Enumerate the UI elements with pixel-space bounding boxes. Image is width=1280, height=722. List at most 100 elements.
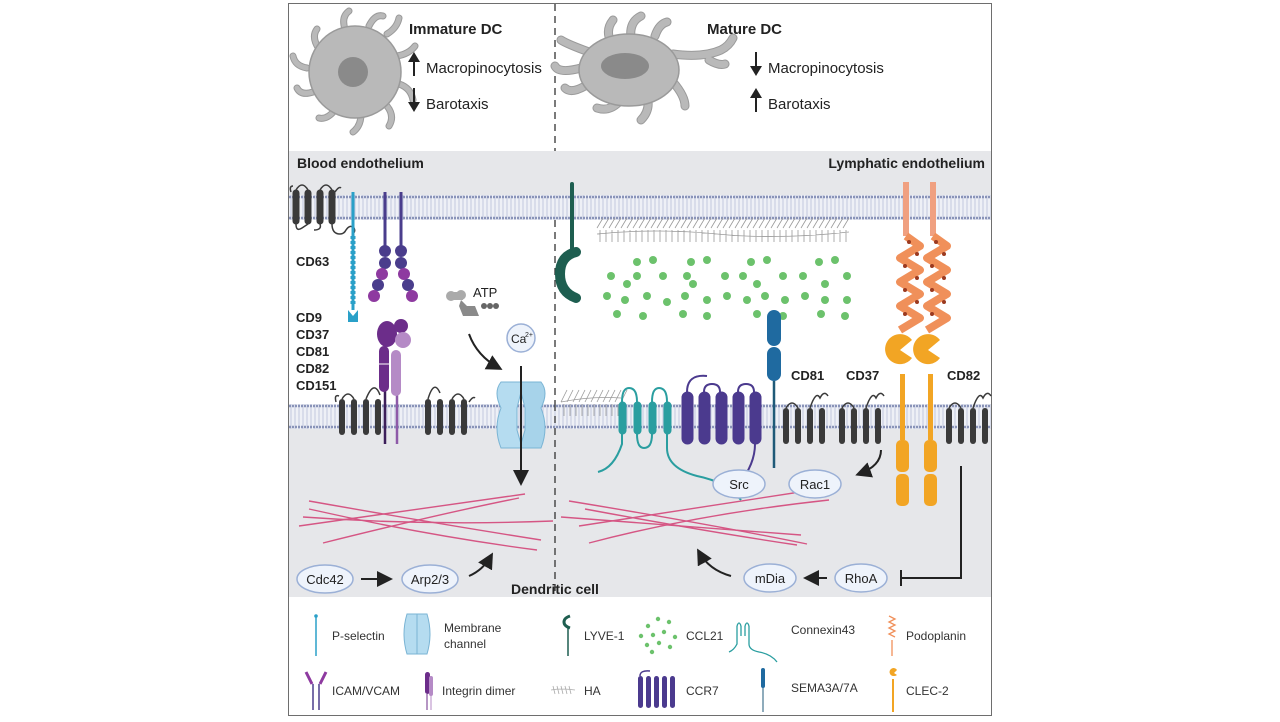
- ccl21-dot: [831, 256, 839, 264]
- mature-dc-title: Mature DC: [707, 21, 782, 38]
- ccl21-dot: [843, 296, 851, 304]
- svg-text:CD81: CD81: [296, 344, 329, 359]
- podoplanin: [896, 182, 951, 334]
- immature-barotaxis: Barotaxis: [426, 96, 489, 113]
- ccl21-dot: [753, 280, 761, 288]
- svg-text:mDia: mDia: [755, 571, 786, 586]
- ccl21-dot: [623, 280, 631, 288]
- calcium-ion: Ca 2+: [506, 323, 536, 353]
- legend-item-clec2: CLEC-2: [889, 668, 949, 712]
- svg-text:channel: channel: [444, 637, 486, 651]
- connexin43-icon: [728, 622, 778, 663]
- ccl21-dot: [703, 296, 711, 304]
- tetraspanin-cd37: [839, 392, 885, 444]
- legend-item-sema: SEMA3A/7A: [761, 668, 858, 712]
- immature-dc-cell: [289, 7, 419, 136]
- ccl21-dot: [761, 292, 769, 300]
- mature-barotaxis: Barotaxis: [768, 96, 831, 113]
- clec2: [885, 334, 940, 506]
- src-node: Src: [712, 469, 766, 499]
- figure-panel: Immature DC Macropinocytosis Barotaxis M…: [288, 3, 992, 716]
- tetraspanin-labels: CD9 CD37 CD81 CD82 CD151: [296, 310, 336, 393]
- arrow-up-icon: [750, 88, 762, 112]
- membrane-channel: [496, 366, 546, 486]
- svg-text:Membrane: Membrane: [444, 621, 502, 635]
- mdia-to-actin-arrow: [697, 548, 732, 577]
- legend-item-podoplanin: Podoplanin: [887, 615, 966, 656]
- ccl21-dot: [723, 292, 731, 300]
- ccl21-dot: [743, 296, 751, 304]
- svg-text:CD151: CD151: [296, 378, 336, 393]
- svg-text:Rac1: Rac1: [800, 477, 830, 492]
- integrin-dimer: [377, 319, 411, 444]
- lymphatic-endothelium-label: Lymphatic endothelium: [828, 155, 985, 171]
- immature-dc-nucleus: [338, 57, 368, 87]
- svg-text:HA: HA: [584, 684, 601, 698]
- svg-text:LYVE-1: LYVE-1: [584, 629, 625, 643]
- icam-vcam: [368, 192, 418, 302]
- svg-text:Arp2/3: Arp2/3: [411, 572, 449, 587]
- svg-text:CCR7: CCR7: [686, 684, 719, 698]
- ccl21-dot: [663, 298, 671, 306]
- arp-to-actin-arrow: [468, 552, 493, 577]
- clec2-icon: [889, 668, 897, 712]
- tetraspanin-cluster-left: [334, 386, 476, 435]
- legend-item-ha: HA: [550, 684, 601, 698]
- ccl21-dot: [739, 272, 747, 280]
- svg-text:CD37: CD37: [296, 327, 329, 342]
- cd82-label: CD82: [947, 368, 980, 383]
- ccr7-icon: [638, 670, 675, 708]
- tetraspanin-cd82: [946, 392, 992, 444]
- svg-text:Integrin dimer: Integrin dimer: [442, 684, 515, 698]
- legend-item-ccr7: CCR7: [638, 670, 719, 708]
- podoplanin-icon: [887, 615, 897, 656]
- legend-item-p-selectin: P-selectin: [314, 614, 385, 656]
- mature-dc-nucleus: [601, 53, 649, 79]
- atp-to-channel-arrow: [468, 333, 503, 370]
- endothelial-membrane: [289, 195, 991, 220]
- cd82-inhibits-rhoa: [901, 466, 962, 579]
- p-selectin: [348, 192, 358, 322]
- svg-text:CCL21: CCL21: [686, 629, 724, 643]
- ccl21-dot: [721, 272, 729, 280]
- ccl21-dot: [747, 258, 755, 266]
- lyve1: [554, 182, 581, 303]
- ccl21-dot: [753, 310, 761, 318]
- svg-text:Podoplanin: Podoplanin: [906, 629, 966, 643]
- ccl21-dot: [781, 296, 789, 304]
- sema-icon: [761, 668, 765, 712]
- dendritic-cell-label: Dendritic cell: [511, 581, 599, 597]
- ccl21-dot: [643, 292, 651, 300]
- svg-text:Connexin43: Connexin43: [791, 623, 855, 637]
- atp-molecule: [446, 290, 499, 316]
- svg-text:SEMA3A/7A: SEMA3A/7A: [791, 681, 858, 695]
- immature-dc-title: Immature DC: [409, 21, 503, 38]
- legend-item-icam-vcam: ICAM/VCAM: [304, 671, 400, 710]
- ccl21-dot: [703, 256, 711, 264]
- ccl21-dot: [633, 272, 641, 280]
- ccl21-dot: [821, 296, 829, 304]
- ccl21-dot: [639, 312, 647, 320]
- icam-vcam-icon: [304, 671, 328, 710]
- tetraspanin-cd81: [783, 392, 829, 444]
- ccl21-icon: [638, 616, 678, 655]
- legend-item-lyve1: LYVE-1: [562, 614, 625, 656]
- svg-text:CD9: CD9: [296, 310, 322, 325]
- arrow-down-icon: [408, 88, 420, 112]
- ccl21-dot: [679, 310, 687, 318]
- ccl21-dot: [607, 272, 615, 280]
- ccl21-dot: [843, 272, 851, 280]
- ccl21-dot: [659, 272, 667, 280]
- cdc42-node: Cdc42: [296, 564, 354, 594]
- legend: P-selectin Membrane channel LYVE-1 CCL21: [304, 613, 966, 712]
- ccl21-dot: [815, 258, 823, 266]
- arrow-down-icon: [750, 52, 762, 76]
- svg-text:CD82: CD82: [296, 361, 329, 376]
- hyaluronan-dc: [560, 389, 628, 416]
- cd37-label: CD37: [846, 368, 879, 383]
- ccl21-dot: [821, 280, 829, 288]
- legend-item-connexin43: Connexin43: [728, 622, 855, 663]
- arrow-up-icon: [408, 52, 420, 76]
- blood-endothelium-label: Blood endothelium: [297, 155, 424, 171]
- ccr7: [681, 374, 762, 485]
